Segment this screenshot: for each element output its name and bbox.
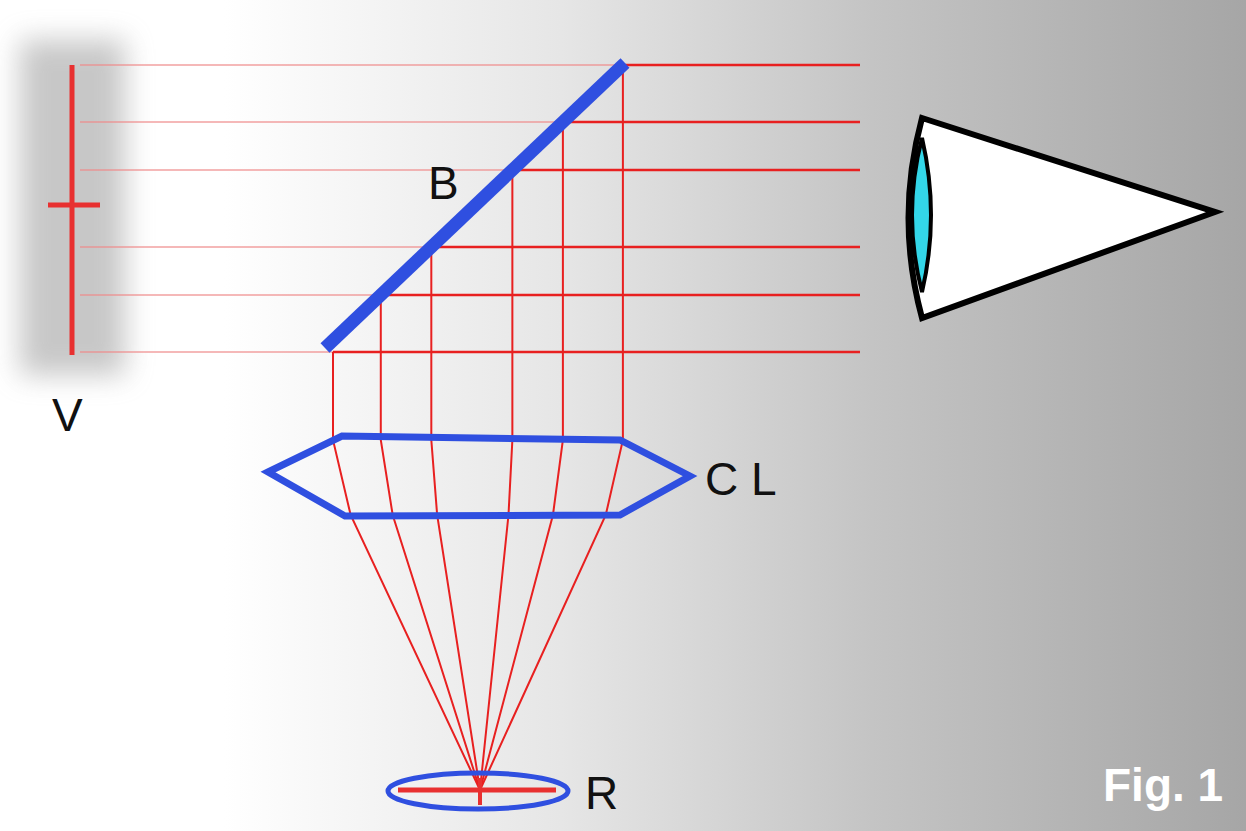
- beam-splitter: [325, 63, 625, 348]
- retina-image-cross: [478, 778, 482, 805]
- transmitted-ray: [333, 351, 860, 354]
- incoming-ray: [80, 294, 381, 296]
- object-label: V: [52, 392, 83, 438]
- transmitted-ray: [563, 121, 860, 124]
- incoming-ray: [80, 64, 623, 66]
- retina-ring: [388, 773, 568, 809]
- reflected-ray: [480, 170, 512, 790]
- retina-image: [398, 788, 556, 793]
- figure-number: Fig. 1: [1103, 762, 1223, 808]
- mirror-label: B: [428, 160, 459, 206]
- reflected-ray: [381, 295, 480, 790]
- incoming-ray: [80, 351, 333, 353]
- object-shadow: [20, 40, 125, 375]
- lens-label: C L: [705, 456, 777, 502]
- object-arrow: [70, 65, 75, 355]
- transmitted-ray: [623, 64, 860, 67]
- eye-lens: [912, 138, 931, 292]
- retina-label: R: [585, 770, 618, 816]
- transmitted-ray: [381, 294, 860, 297]
- transmitted-ray: [431, 246, 860, 249]
- light-rays: [80, 65, 860, 790]
- transmitted-ray: [512, 169, 860, 172]
- object-crossbar: [48, 203, 100, 208]
- incoming-ray: [80, 121, 563, 123]
- reflected-ray: [333, 352, 480, 790]
- reflected-ray: [480, 122, 563, 790]
- convex-lens: [268, 436, 690, 516]
- incoming-ray: [80, 246, 431, 248]
- eye: [909, 118, 1216, 318]
